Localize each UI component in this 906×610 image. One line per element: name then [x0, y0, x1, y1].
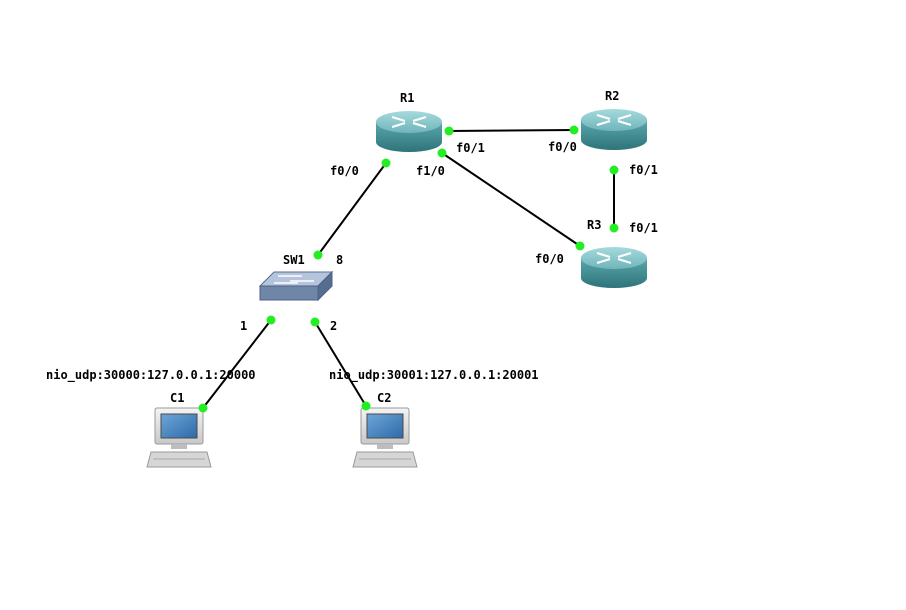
port-label-r2-f0-0: f0/0: [548, 140, 577, 154]
port-status-c2: [361, 401, 371, 411]
port-label-r1-f0-0: f0/0: [330, 164, 359, 178]
port-label-r1-f0-1: f0/1: [456, 141, 485, 155]
router-icon: [581, 247, 647, 288]
router-r2[interactable]: [581, 109, 647, 150]
link-r1-r2[interactable]: [448, 129, 575, 132]
links-layer: [202, 129, 615, 409]
device-label-c1: C1: [170, 391, 185, 405]
port-label-r2-f0-1: f0/1: [629, 163, 658, 177]
port-label-sw1-8: 8: [336, 253, 344, 267]
port-label-r1-f1-0: f1/0: [416, 164, 445, 178]
port-status-c1: [198, 403, 208, 413]
port-status-r2-f0-1: [609, 165, 619, 175]
port-status-r1-f0-1: [444, 126, 454, 136]
port-status-r3-f0-0: [575, 241, 585, 251]
computer-c1[interactable]: [146, 407, 212, 468]
switch-sw1[interactable]: [258, 270, 334, 302]
link-r1-sw1[interactable]: [317, 162, 387, 256]
port-status-sw1-2: [310, 317, 320, 327]
link-r1-r3[interactable]: [441, 152, 581, 247]
port-label-r3-f0-1: f0/1: [629, 221, 658, 235]
port-status-sw1-1: [266, 315, 276, 325]
port-status-r1-f0-0: [381, 158, 391, 168]
router-r3[interactable]: [581, 247, 647, 288]
port-status-layer: [198, 125, 619, 413]
device-label-r3: R3: [587, 218, 602, 232]
router-r1[interactable]: [376, 111, 442, 152]
router-icon: [376, 111, 442, 152]
nio-label-c2: nio_udp:30001:127.0.0.1:20001: [329, 368, 539, 382]
port-label-sw1-2: 2: [330, 319, 338, 333]
computer-icon: [352, 407, 418, 468]
device-label-sw1: SW1: [283, 253, 305, 267]
port-label-sw1-1: 1: [240, 319, 248, 333]
link-sw1-c2[interactable]: [314, 321, 367, 407]
device-label-c2: C2: [377, 391, 392, 405]
port-label-r3-f0-0: f0/0: [535, 252, 564, 266]
device-label-r1: R1: [400, 91, 415, 105]
port-status-r2-f0-0: [569, 125, 579, 135]
nio-label-c1: nio_udp:30000:127.0.0.1:20000: [46, 368, 256, 382]
port-status-sw1-8: [313, 250, 323, 260]
device-label-r2: R2: [605, 89, 620, 103]
switch-icon: [258, 270, 334, 302]
port-status-r1-f1-0: [437, 148, 447, 158]
port-status-r3-f0-1: [609, 223, 619, 233]
router-icon: [581, 109, 647, 150]
link-sw1-c1[interactable]: [202, 319, 272, 409]
computer-icon: [146, 407, 212, 468]
computer-c2[interactable]: [352, 407, 418, 468]
